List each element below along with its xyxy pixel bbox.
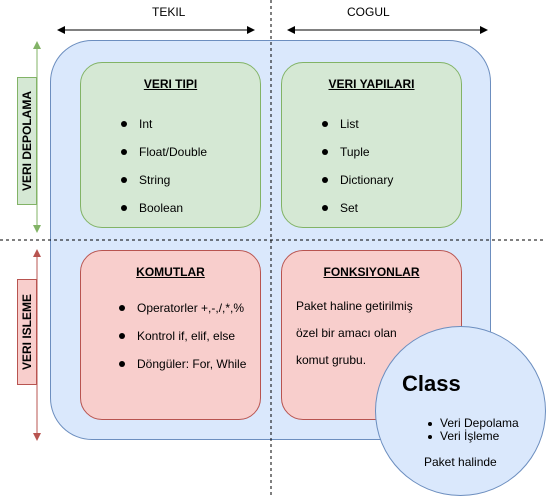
side-label-isleme: VERI ISLEME — [17, 279, 37, 385]
class-title: Class — [402, 371, 461, 396]
quadrant-title: VERI YAPILARI — [328, 77, 415, 91]
list-item: Set — [322, 201, 393, 229]
list-item: Tuple — [322, 145, 393, 173]
list-item: Operatorler +,-,/,*,% — [119, 301, 246, 329]
quadrant-title: FONKSIYONLAR — [323, 265, 420, 279]
quadrant-veri-yapilari: VERI YAPILARI List Tuple Dictionary Set — [281, 62, 462, 228]
list-item: Int — [121, 117, 207, 145]
class-list: Veri Depolama Veri İşleme — [428, 417, 519, 443]
list-item: Veri İşleme — [428, 430, 519, 443]
quadrant-komutlar: KOMUTLAR Operatorler +,-,/,*,% Kontrol i… — [80, 250, 261, 420]
class-note: Paket halinde — [424, 455, 497, 469]
list-item: Float/Double — [121, 145, 207, 173]
side-label-isleme-text: VERI ISLEME — [20, 293, 35, 371]
description-line: özel bir amacı olan — [296, 326, 397, 340]
list-item: Boolean — [121, 201, 207, 229]
list-item: Kontrol if, elif, else — [119, 329, 246, 357]
quadrant-title: VERI TIPI — [143, 77, 198, 91]
list-item: Döngüler: For, While — [119, 357, 246, 385]
list-item: Dictionary — [322, 173, 393, 201]
description-line: Paket haline getirilmiş — [296, 299, 413, 313]
list-item: String — [121, 173, 207, 201]
quadrant-veri-tipi: VERI TIPI Int Float/Double String Boolea… — [80, 62, 261, 228]
class-circle: Class Veri Depolama Veri İşleme Paket ha… — [375, 326, 546, 496]
side-label-depolama: VERI DEPOLAMA — [17, 77, 37, 205]
header-tekil: TEKIL — [152, 5, 186, 19]
list-item: Veri Depolama — [428, 417, 519, 430]
side-label-depolama-text: VERI DEPOLAMA — [20, 90, 35, 192]
fonksiyonlar-description: Paket haline getirilmiş özel bir amacı o… — [296, 293, 413, 374]
header-cogul: COGUL — [347, 5, 390, 19]
list-item: List — [322, 117, 393, 145]
quadrant-title: KOMUTLAR — [136, 265, 205, 279]
description-line: komut grubu. — [296, 353, 367, 367]
